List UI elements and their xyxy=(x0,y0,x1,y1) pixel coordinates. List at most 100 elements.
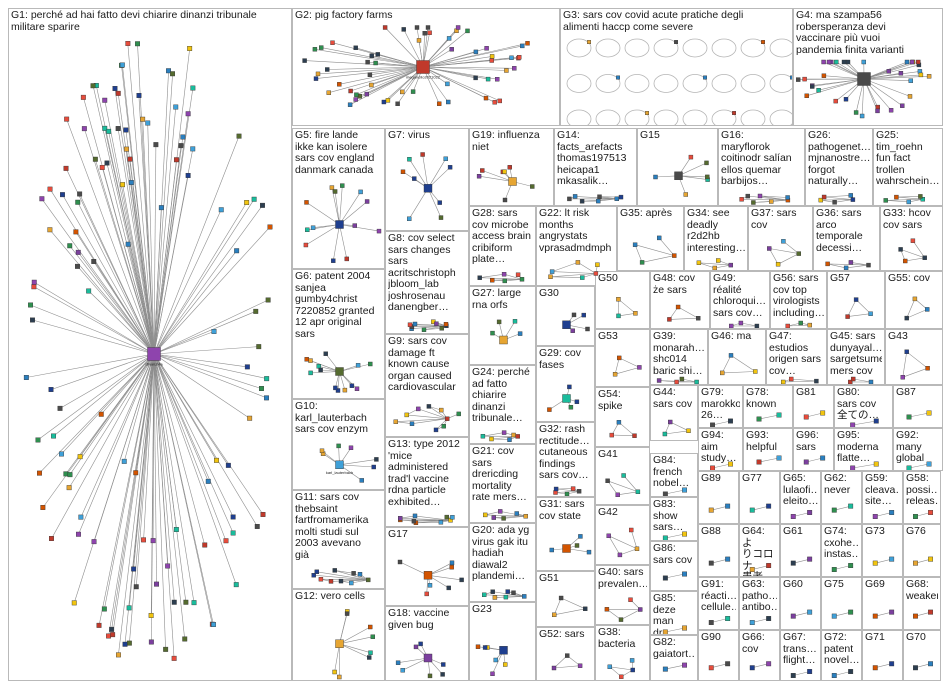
edge-g10-1 xyxy=(339,459,377,466)
edge-g4-4 xyxy=(863,78,911,81)
node-g79-1 xyxy=(728,418,733,424)
edge-g28-6 xyxy=(479,273,505,278)
node-g27-2 xyxy=(496,319,502,325)
node-g74-1 xyxy=(848,563,854,568)
edge-g2-49 xyxy=(422,56,493,68)
edge-g1-89 xyxy=(41,198,155,355)
node-g59-1 xyxy=(889,510,895,515)
group-graph-g50 xyxy=(616,297,638,319)
node-g2-44 xyxy=(367,72,373,77)
edge-g51-0 xyxy=(554,608,586,616)
group-panel-g8: G8: cov select sars changes sars acritsc… xyxy=(385,231,469,334)
node-g2-34 xyxy=(484,46,489,51)
group-panel-g34: G34: see deadly r2d2hb interesting… xyxy=(684,206,748,271)
group-graph-g76 xyxy=(912,556,933,566)
group-graph-g16 xyxy=(739,193,791,205)
loop-g3-17 xyxy=(595,109,621,125)
edge-g1-68 xyxy=(108,131,155,355)
node-g6-11 xyxy=(318,367,323,373)
node-g1-51 xyxy=(260,512,266,517)
edge-g18-2 xyxy=(398,657,429,663)
edge-g2-25 xyxy=(422,43,528,68)
node-g17-0 xyxy=(397,559,403,565)
node-g5-2 xyxy=(344,256,349,262)
node-g1-63 xyxy=(81,126,87,132)
edge-g1-17 xyxy=(78,353,155,535)
edge-g1-58 xyxy=(122,64,155,355)
node-g1-0 xyxy=(99,164,105,170)
loop-g3-18 xyxy=(624,109,650,125)
node-g88-1 xyxy=(725,556,731,562)
node-g6-4 xyxy=(308,358,313,363)
edge-g1-8 xyxy=(153,353,185,640)
group-panel-g96: G96: sars xyxy=(793,428,834,471)
group-panel-g90: G90 xyxy=(698,630,739,681)
node-g31-0 xyxy=(574,543,580,548)
node-g5-8 xyxy=(332,189,338,194)
group-panel-g28: G28: sars cov microbe access brain cribi… xyxy=(469,206,536,286)
node-g15-hub xyxy=(674,171,683,180)
node-g23-3 xyxy=(475,644,481,649)
node-g34-2 xyxy=(696,260,702,265)
node-g39-2 xyxy=(656,378,662,383)
node-g1-57 xyxy=(244,364,250,370)
group-graph-g23 xyxy=(475,644,508,677)
node-g4-32 xyxy=(816,87,821,93)
edge-g13-9 xyxy=(400,519,414,522)
node-g91-1 xyxy=(725,616,731,621)
group-panel-g36: G36: sars arco temporale decessi… xyxy=(813,206,880,271)
node-g70-1 xyxy=(928,661,933,667)
edge-g39-3 xyxy=(659,380,677,383)
node-g4-4 xyxy=(908,78,914,83)
node-g46-0 xyxy=(753,369,758,374)
node-g9-2 xyxy=(433,427,439,433)
node-g35-0 xyxy=(672,253,677,258)
node-g45-1 xyxy=(848,379,853,384)
node-g26-3 xyxy=(821,194,827,200)
node-g1-26 xyxy=(124,146,130,152)
node-g1-126 xyxy=(96,622,102,628)
node-g1-14 xyxy=(63,471,69,477)
node-g17-6 xyxy=(459,577,464,583)
node-g2-43 xyxy=(353,45,358,50)
node-g32-0 xyxy=(576,489,582,494)
group-graph-g26 xyxy=(818,193,856,205)
loop-g3-9 xyxy=(595,74,621,93)
node-g54-0 xyxy=(632,433,637,438)
node-g47-0 xyxy=(814,378,819,384)
edge-g2-24 xyxy=(422,30,468,68)
edge-g12-2 xyxy=(339,636,373,645)
edge-g40-3 xyxy=(606,609,622,620)
node-g3-3 xyxy=(674,40,679,44)
node-g20-4 xyxy=(490,589,495,594)
node-g57-2 xyxy=(853,297,859,302)
group-panel-g93: G93: helpful xyxy=(743,428,793,471)
node-g2-51 xyxy=(369,82,374,88)
node-g3-21 xyxy=(732,111,737,116)
edge-g53-1 xyxy=(619,357,640,368)
node-g20-5 xyxy=(505,589,510,594)
edge-g13-5 xyxy=(414,515,451,521)
edge-g32-2 xyxy=(556,488,580,492)
node-g30-0 xyxy=(571,312,577,318)
node-g22-1 xyxy=(580,275,585,280)
node-g78-1 xyxy=(776,412,782,418)
node-g55-0 xyxy=(925,307,930,312)
edge-g43-0 xyxy=(902,367,928,378)
node-g4-11 xyxy=(898,71,904,76)
edge-g35-1 xyxy=(635,244,675,256)
edge-g45-1 xyxy=(853,378,872,383)
edge-g26-5 xyxy=(824,195,851,198)
node-g4-10 xyxy=(886,69,892,74)
edge-g8-3 xyxy=(411,325,447,328)
node-g5-0 xyxy=(331,258,336,263)
node-g12-4 xyxy=(344,611,350,616)
node-g9-3 xyxy=(409,421,415,426)
node-g2-42 xyxy=(416,38,422,43)
edge-g40-0 xyxy=(620,609,641,620)
group-panel-g12: G12: vero cells xyxy=(292,589,385,681)
node-g2-9 xyxy=(347,102,353,107)
node-g1-61 xyxy=(133,470,139,476)
node-g2-19 xyxy=(381,99,387,105)
